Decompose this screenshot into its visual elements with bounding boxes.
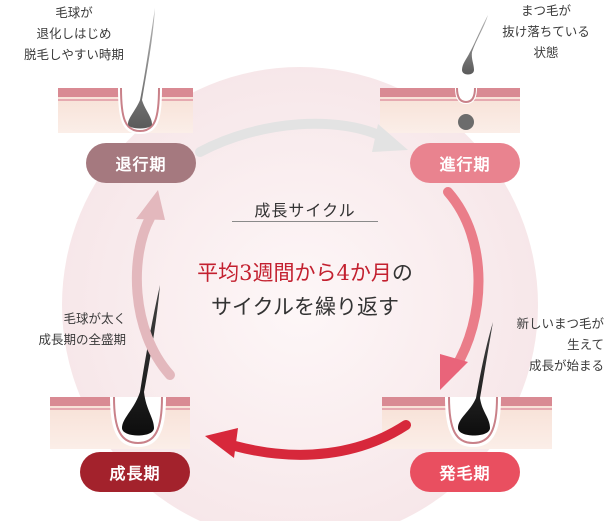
phase-taikou-badge: 退行期 [86,143,196,183]
skin-section-shinkou [380,15,520,133]
caption-hatsumou: 新しいまつ毛が 生えて 成長が始まる [516,316,604,373]
center-line-1-accent: 平均3週間から4か月 [197,261,392,285]
phase-shinkou-badge: 進行期 [410,143,520,183]
arrow-shinkou-to-hatsumou [440,187,484,390]
phase-hatsumou-badge: 発毛期 [410,452,520,492]
caption-seichou: 毛球が太く 成長期の全盛期 [38,311,126,347]
center-line-2: サイクルを繰り返す [211,295,399,319]
arrow-seichou-to-taikou [131,190,175,380]
skin-section-seichou [50,285,190,449]
arrow-hatsumou-to-seichou [205,420,411,460]
caption-shinkou: まつ毛が 抜け落ちている 状態 [502,3,590,60]
center-title: 成長サイクル [254,201,356,220]
center-line-1: 平均3週間から4か月の [150,256,460,290]
center-title-underline [232,221,378,222]
arrow-taikou-to-shinkou [195,118,408,157]
skin-section-taikou [58,8,193,134]
phase-seichou-badge: 成長期 [80,452,190,492]
center-description: 平均3週間から4か月の サイクルを繰り返す [150,256,460,324]
caption-taikou: 毛球が 退化しはじめ 脱毛しやすい時期 [24,5,124,62]
center-line-1-rest: の [391,261,413,285]
